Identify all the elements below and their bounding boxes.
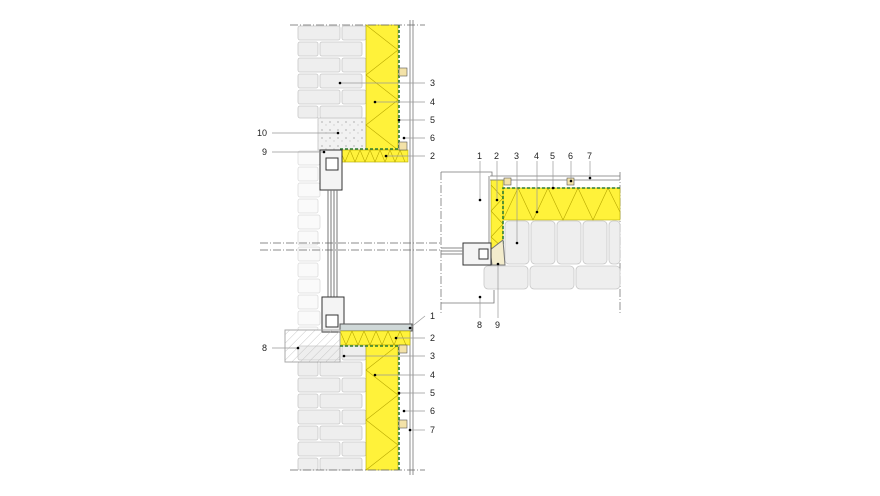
batten — [503, 177, 512, 186]
callout-3: 3 — [514, 151, 519, 161]
callout-7: 7 — [430, 425, 435, 435]
brick — [297, 278, 321, 294]
callout-5: 5 — [430, 388, 435, 398]
brick — [341, 57, 367, 73]
stone-sill — [284, 329, 341, 363]
batten — [398, 67, 408, 77]
glazing — [327, 190, 338, 300]
callout-4: 4 — [430, 97, 435, 107]
brick — [297, 294, 319, 310]
brick — [319, 393, 363, 409]
callout-4: 4 — [534, 151, 539, 161]
batten — [398, 419, 408, 429]
brick — [319, 73, 363, 89]
brick — [297, 246, 321, 262]
brick — [297, 25, 341, 41]
brick — [297, 105, 319, 119]
brick — [297, 182, 321, 198]
brick — [319, 361, 363, 377]
brick — [297, 230, 319, 246]
brick — [297, 441, 341, 457]
brick — [341, 89, 367, 105]
window-sill — [339, 323, 413, 332]
callout-2: 2 — [430, 333, 435, 343]
stone-wall — [483, 220, 621, 290]
callout-7: 7 — [587, 151, 592, 161]
stone — [608, 220, 621, 265]
callouts-lower: 1 2 3 4 5 6 7 8 — [262, 311, 435, 435]
brick — [297, 73, 319, 89]
brick — [297, 41, 319, 57]
brick — [297, 150, 321, 166]
stone — [556, 220, 582, 265]
brick — [319, 105, 363, 119]
callout-6: 6 — [568, 151, 573, 161]
callout-1: 1 — [477, 151, 482, 161]
brick — [341, 25, 367, 41]
brick — [341, 345, 367, 361]
brick — [341, 441, 367, 457]
stone — [529, 265, 575, 290]
stone — [575, 265, 621, 290]
vertical-section: 3 4 5 6 2 10 9 1 2 3 4 5 6 — [257, 20, 440, 475]
batten — [398, 344, 408, 354]
brick — [297, 409, 341, 425]
brick — [319, 457, 363, 471]
callout-6: 6 — [430, 133, 435, 143]
brick — [297, 57, 341, 73]
stone — [530, 220, 556, 265]
brick — [297, 198, 319, 214]
callout-8: 8 — [262, 343, 267, 353]
callout-1: 1 — [430, 311, 435, 321]
brick-wall-lower — [297, 345, 367, 471]
brick — [297, 310, 321, 326]
brick — [297, 393, 319, 409]
brick — [297, 262, 319, 278]
brick — [297, 425, 319, 441]
stone — [582, 220, 608, 265]
callout-8: 8 — [477, 320, 482, 330]
callout-5: 5 — [550, 151, 555, 161]
callout-9: 9 — [495, 320, 500, 330]
brick — [341, 409, 367, 425]
callout-4: 4 — [430, 370, 435, 380]
brick-wall-reveal — [297, 150, 321, 331]
callout-9: 9 — [262, 147, 267, 157]
brick-wall-upper — [297, 25, 367, 119]
callout-2: 2 — [494, 151, 499, 161]
brick — [319, 41, 363, 57]
callout-2: 2 — [430, 151, 435, 161]
membrane — [502, 187, 620, 245]
callout-3: 3 — [430, 78, 435, 88]
callout-6: 6 — [430, 406, 435, 416]
membrane-lower — [340, 345, 400, 470]
brick — [297, 214, 321, 230]
brick — [297, 377, 341, 393]
batten — [398, 141, 408, 151]
brick — [297, 166, 319, 182]
stone — [483, 265, 529, 290]
callout-10: 10 — [257, 128, 267, 138]
concrete-lintel-texture — [318, 118, 366, 150]
horizontal-section: 1 2 3 4 5 6 7 8 9 — [440, 151, 621, 330]
callout-5: 5 — [430, 115, 435, 125]
brick — [297, 361, 319, 377]
brick — [297, 89, 341, 105]
membrane-upper — [340, 25, 400, 150]
callouts-plan-top: 1 2 3 4 5 6 7 — [477, 151, 592, 245]
callout-3: 3 — [430, 351, 435, 361]
brick — [319, 425, 363, 441]
brick — [341, 377, 367, 393]
callouts-upper: 3 4 5 6 2 10 9 — [257, 78, 435, 161]
callouts-plan-bottom: 8 9 — [477, 262, 500, 330]
brick — [297, 457, 319, 471]
